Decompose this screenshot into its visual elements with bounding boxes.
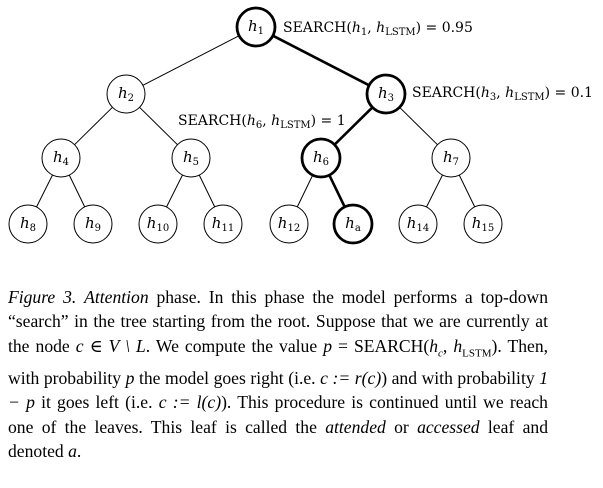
- node-label-h5: h5: [183, 148, 199, 168]
- caption-text-8: leaf and denoted: [8, 416, 548, 461]
- node-label-h12: h12: [278, 214, 300, 234]
- node-h1: h1: [235, 6, 277, 48]
- node-label-h11: h11: [212, 214, 234, 234]
- tree-diagram: h1 h2 h3 h4 h5 h6 h7 h8 h9 h10 h11 h12 ha h14 h15 SEAR…: [8, 6, 593, 245]
- node-label-h8: h8: [20, 214, 36, 234]
- edge-h4-h8: [36, 174, 53, 208]
- caption-a: a: [68, 440, 77, 461]
- node-h11: h11: [203, 204, 243, 244]
- caption-text-3: . Then, with probability: [8, 335, 549, 388]
- caption-value-math: p = SEARCH(hc, hLSTM): [323, 335, 498, 360]
- edge-h3-h7: [399, 106, 438, 146]
- node-circle-h4: [41, 138, 81, 178]
- node-label-ha: ha: [345, 214, 361, 234]
- node-circle-h8: [8, 204, 48, 244]
- node-label-h7: h7: [443, 148, 459, 168]
- caption-text-7: ). This procedure is continued until we …: [8, 392, 548, 437]
- caption-left-math: c := l(c): [158, 392, 222, 413]
- node-h2: h2: [106, 74, 146, 114]
- caption-attended: attended: [325, 416, 386, 437]
- node-circle-h1: [235, 6, 277, 48]
- caption-label: Figure 3.: [8, 287, 77, 307]
- edge-h7-h14: [426, 174, 443, 208]
- edge-h2-h4: [74, 106, 113, 146]
- node-circle-h10: [138, 204, 178, 244]
- node-ha: ha: [332, 203, 374, 245]
- annotation-search-h1: SEARCH(h1, hLSTM) = 0.95: [283, 20, 473, 38]
- edge-h5-h11: [198, 174, 216, 208]
- node-h5: h5: [171, 138, 211, 178]
- edge-h5-h10: [166, 174, 183, 208]
- node-label-h9: h9: [85, 214, 101, 234]
- node-circle-h5: [171, 138, 211, 178]
- nodes-layer: h1 h2 h3 h4 h5 h6 h7 h8 h9 h10 h11 h12 ha h14 h15: [8, 6, 503, 245]
- node-label-h2: h2: [118, 84, 134, 104]
- caption-accessed: accessed: [417, 416, 480, 437]
- node-h6: h6: [300, 137, 342, 179]
- edge-h3-h6: [333, 106, 374, 146]
- edge-h4-h9: [68, 174, 86, 208]
- node-circle-ha: [332, 203, 374, 245]
- caption-text-4: the model goes right (i.e.: [134, 367, 321, 388]
- node-h4: h4: [41, 138, 81, 178]
- node-h14: h14: [398, 204, 438, 244]
- edges-layer: [36, 34, 476, 208]
- caption-phase-name: Attention: [84, 287, 149, 307]
- node-label-h4: h4: [53, 148, 69, 168]
- node-circle-h14: [398, 204, 438, 244]
- edge-h6-h12: [296, 174, 314, 208]
- node-label-h15: h15: [472, 214, 494, 234]
- caption-right-math: c := r(c): [320, 367, 382, 388]
- node-label-h14: h14: [407, 214, 429, 234]
- caption-end: .: [76, 440, 82, 461]
- caption-text-1: phase. In this phase the model performs …: [8, 287, 549, 356]
- node-h15: h15: [463, 204, 503, 244]
- figure-caption: Figure 3. Attention phase. In this phase…: [8, 285, 548, 463]
- edge-h2-h5: [139, 106, 178, 146]
- node-circle-h15: [463, 204, 503, 244]
- edge-h1-h3: [272, 34, 370, 87]
- node-h9: h9: [73, 204, 113, 244]
- node-circle-h2: [106, 74, 146, 114]
- node-h8: h8: [8, 204, 48, 244]
- annotation-search-h6: SEARCH(h6, hLSTM) = 1: [178, 113, 346, 131]
- node-label-h1: h1: [248, 17, 264, 37]
- caption-text-6: it goes left (i.e.: [34, 392, 159, 413]
- edge-h6-ha: [328, 174, 346, 208]
- node-circle-h7: [431, 138, 471, 178]
- node-h12: h12: [269, 204, 309, 244]
- node-h7: h7: [431, 138, 471, 178]
- caption-or: or: [385, 416, 418, 437]
- node-label-h10: h10: [147, 214, 169, 234]
- annotation-search-h3: SEARCH(h3, hLSTM) = 0.1: [412, 85, 593, 103]
- node-h10: h10: [138, 204, 178, 244]
- caption-node-math: c ∈ V \ L: [75, 335, 146, 356]
- caption-left-prob: 1 − p: [8, 367, 548, 413]
- node-label-h3: h3: [378, 84, 394, 104]
- node-h3: h3: [365, 73, 407, 115]
- edge-h7-h15: [458, 174, 476, 208]
- caption-text-5: ) and with probability: [381, 367, 540, 388]
- node-label-h6: h6: [313, 148, 329, 168]
- caption-text-2: . We compute the value: [145, 335, 324, 356]
- node-circle-h3: [365, 73, 407, 115]
- node-circle-h12: [269, 204, 309, 244]
- node-circle-h9: [73, 204, 113, 244]
- caption-paragraph: Figure 3. Attention phase. In this phase…: [8, 285, 548, 463]
- node-circle-h11: [203, 204, 243, 244]
- node-circle-h6: [300, 137, 342, 179]
- edge-h1-h2: [142, 35, 240, 86]
- caption-prob-p: p: [125, 367, 135, 388]
